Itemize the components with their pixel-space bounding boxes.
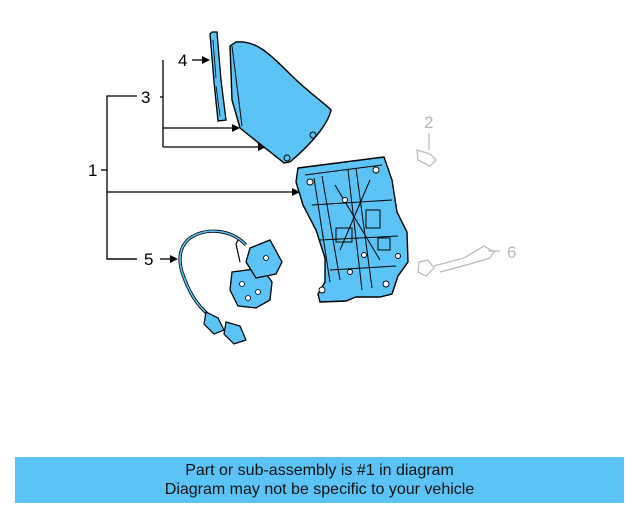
part-5-regulator-motor	[178, 229, 283, 345]
callout-1: 1	[88, 161, 97, 180]
info-banner: Part or sub-assembly is #1 in diagram Di…	[15, 457, 624, 503]
leader-arrows	[170, 56, 300, 263]
banner-line-2: Diagram may not be specific to your vehi…	[164, 481, 475, 498]
callout-6: 6	[507, 243, 516, 262]
part-4-glass-run-seal	[209, 31, 227, 122]
part-3-door-glass	[229, 41, 332, 164]
callout-5: 5	[144, 250, 153, 269]
callout-4: 4	[178, 51, 187, 70]
part-1-window-regulator	[295, 156, 409, 303]
callout-2: 2	[424, 113, 433, 132]
banner-line-1: Part or sub-assembly is #1 in diagram	[185, 462, 454, 479]
callout-3: 3	[141, 88, 150, 107]
part-2-bolt	[416, 133, 437, 167]
part-6-handle-rod	[417, 245, 500, 277]
